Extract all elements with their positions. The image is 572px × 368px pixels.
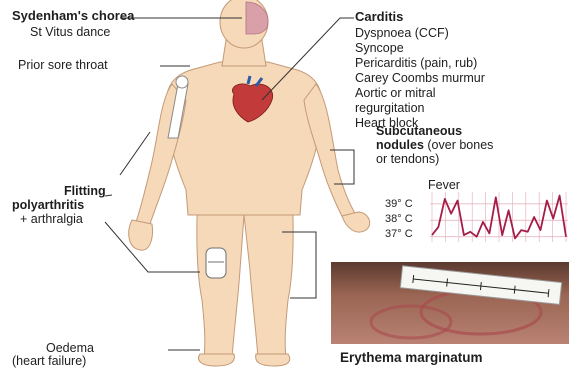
polyarthritis-line2: polyarthritis [12, 198, 84, 212]
nodules-title-line2: nodules [376, 138, 424, 152]
nodules-note-line1: (over bones [424, 138, 493, 152]
sydenham-title: Sydenham's chorea [12, 9, 134, 23]
carditis-item: Pericarditis (pain, rub) [355, 56, 477, 70]
erythema-photo [331, 262, 569, 344]
subcutaneous-nodules-label: Subcutaneous [376, 124, 462, 138]
prior-sore-throat-label: Prior sore throat [18, 58, 108, 72]
y-tick-label: 38° C [385, 212, 413, 226]
knee-joint-icon [206, 248, 226, 278]
carditis-item: Carey Coombs murmur [355, 71, 485, 85]
oedema-note: (heart failure) [12, 354, 86, 368]
carditis-item: Syncope [355, 41, 404, 55]
sydenham-subtitle: St Vitus dance [30, 25, 110, 39]
nodules-title-line1: Subcutaneous [376, 124, 462, 138]
brain-icon [246, 2, 268, 34]
carditis-item: Aortic or mitral [355, 86, 436, 100]
polyarthritis-line1: Flitting [64, 184, 106, 198]
skin-photo-graphic [331, 262, 569, 344]
y-tick-label: 37° C [385, 227, 413, 241]
nodules-line2: nodules (over bones [376, 138, 493, 152]
fever-chart [430, 192, 568, 242]
carditis-item: Dyspnoea (CCF) [355, 26, 449, 40]
oedema-label: Oedema [46, 341, 94, 355]
y-tick-label: 39° C [385, 197, 413, 211]
arthralgia-label: + arthralgia [20, 212, 83, 226]
nodules-note-line2: or tendons) [376, 152, 439, 166]
fever-chart-title: Fever [428, 178, 460, 192]
erythema-label: Erythema marginatum [340, 351, 483, 365]
carditis-title: Carditis [355, 10, 403, 24]
carditis-item: regurgitation [355, 101, 425, 115]
